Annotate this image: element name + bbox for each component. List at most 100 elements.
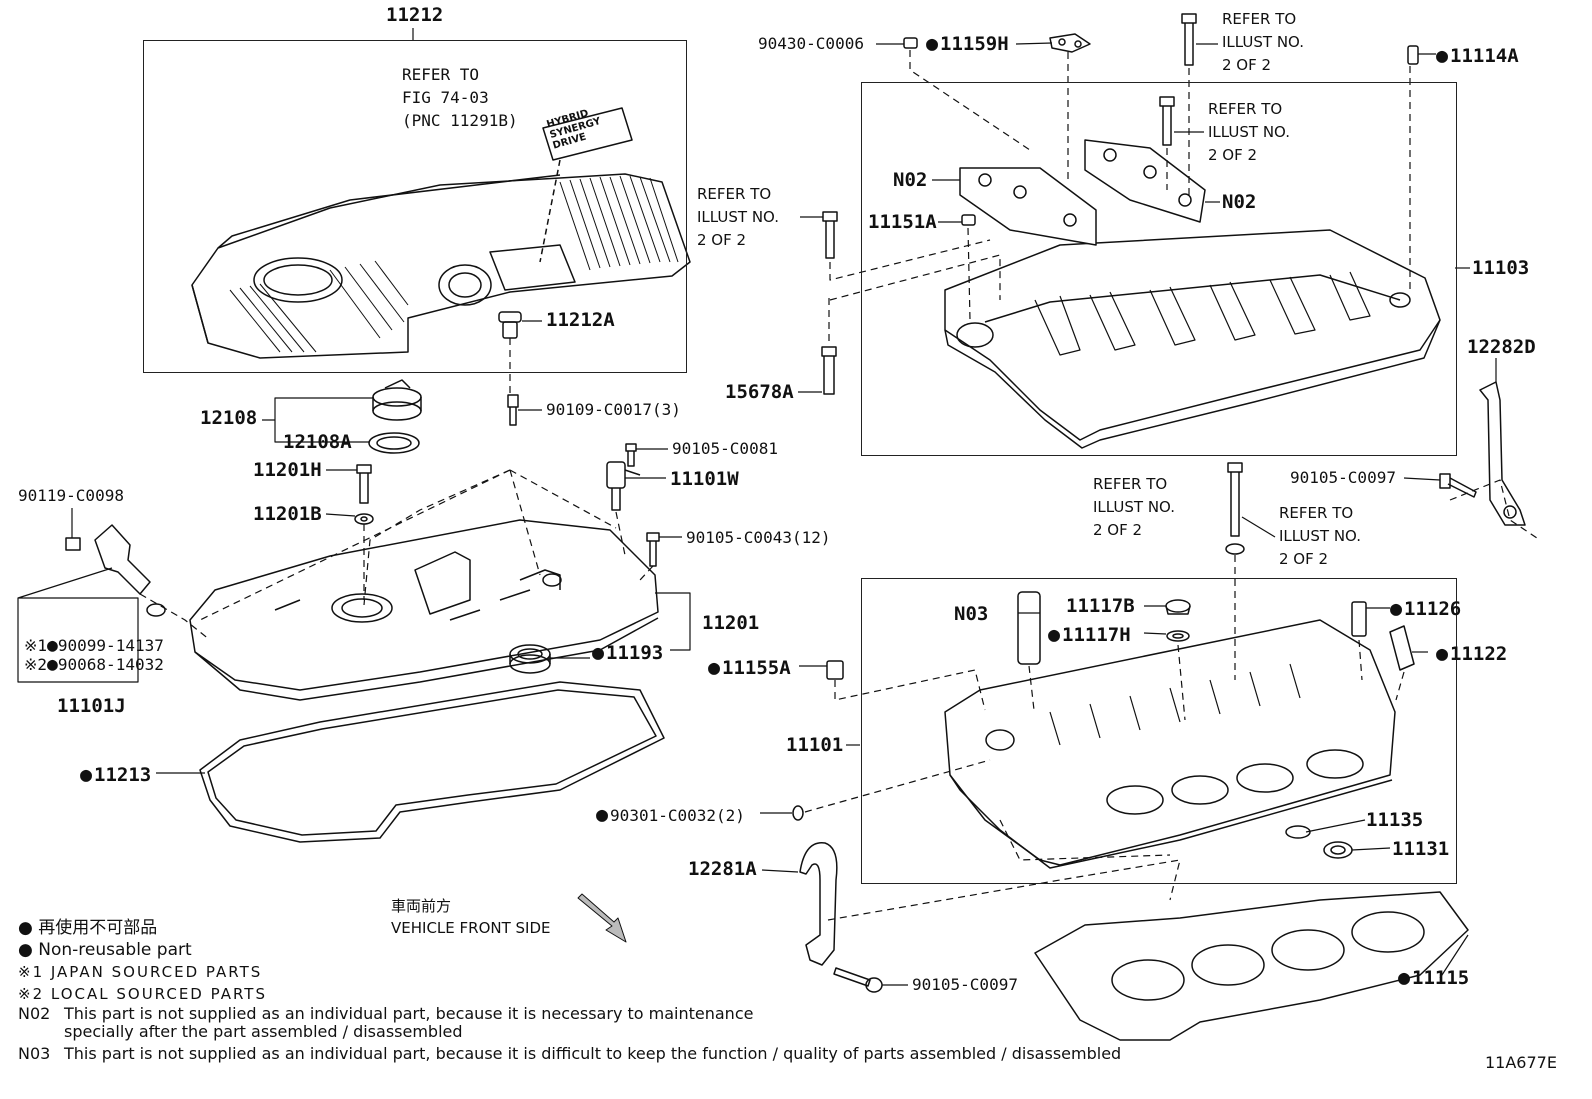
part-label-90119-C0098: 90119-C0098	[18, 486, 124, 505]
part-label-11101W: 11101W	[670, 468, 739, 490]
figure-id: 11A677E	[1485, 1053, 1557, 1072]
stud-15678A	[821, 346, 837, 395]
part-label-12282D: 12282D	[1467, 336, 1536, 358]
part-label-90430-C0006: 90430-C0006	[758, 34, 864, 53]
refer-illust-bracket: REFER TO ILLUST NO. 2 OF 2	[1279, 504, 1362, 568]
camshaft-housing-group-box	[861, 82, 1457, 456]
part-label-11151A: 11151A	[868, 211, 937, 233]
oil-cap-12108	[372, 379, 422, 421]
bolt-90105-C0097-a	[1439, 473, 1477, 498]
engine-cover-drawing	[191, 107, 691, 359]
part-label-90109-C0017: 90109-C0017(3)	[546, 400, 681, 419]
dowel-11151A	[961, 214, 976, 226]
part-label-90105-C0097-b: 90105-C0097	[912, 975, 1018, 994]
hook-12281A	[799, 842, 838, 966]
dowel-90430	[903, 37, 918, 49]
front-arrow-icon	[577, 893, 627, 943]
refer-illust-left: REFER TO ILLUST NO. 2 OF 2	[697, 185, 780, 249]
part-label-N03: N03	[954, 603, 989, 625]
legend-n02-cont: specially after the part assembled / dis…	[64, 1022, 463, 1041]
washer-11135	[1285, 825, 1311, 839]
part-label-11126: 11126	[1390, 598, 1461, 619]
seat-11117H	[1166, 630, 1190, 642]
guide-11126	[1351, 601, 1367, 637]
part-label-11193: 11193	[592, 642, 663, 663]
part-label-90068-14032: ※2●90068-14032	[24, 654, 164, 675]
part-label-11135: 11135	[1366, 809, 1424, 831]
bolt-11201H	[356, 464, 372, 504]
legend-japan-sourced: ※1 JAPAN SOURCED PARTS	[18, 963, 263, 981]
legend-dot-icon: ●	[18, 918, 39, 938]
legend-dot-icon: ●	[18, 940, 39, 960]
cylinder-head-group-box	[861, 578, 1457, 884]
pin-11114A	[1407, 45, 1419, 65]
part-label-11201: 11201	[702, 612, 760, 634]
bolt-top-b	[1159, 96, 1175, 146]
vehicle-front-jp: 車両前方	[391, 897, 452, 915]
part-label-11115: 11115	[1398, 967, 1469, 988]
refer-illust-top: REFER TO ILLUST NO. 2 OF 2	[1222, 10, 1305, 74]
cylinder-head-drawing	[944, 619, 1396, 869]
part-label-11212: 11212	[386, 4, 444, 26]
plug-11155A	[826, 660, 844, 680]
washer-11201B	[354, 513, 374, 525]
bolt-head-refer	[1225, 462, 1245, 555]
part-label-15678A: 15678A	[725, 381, 794, 403]
sensor-11101W	[606, 443, 641, 511]
part-label-11101: 11101	[786, 734, 844, 756]
part-label-11117B: 11117B	[1066, 595, 1135, 617]
part-label-11103: 11103	[1472, 257, 1530, 279]
oil-filler-gasket-11193	[509, 644, 551, 674]
legend-nonreusable: ● Non-reusable part	[18, 940, 192, 960]
part-label-90099-14137: ※1●90099-14137	[24, 635, 164, 656]
part-label-11114A: 11114A	[1436, 45, 1519, 66]
part-label-N02-a: N02	[893, 169, 928, 191]
vehicle-front-en: VEHICLE FRONT SIDE	[391, 919, 551, 937]
refer-illust-head: REFER TO ILLUST NO. 2 OF 2	[1093, 475, 1176, 539]
part-label-12108A: 12108A	[283, 431, 352, 453]
part-label-11201B: 11201B	[253, 503, 322, 525]
part-label-11117H: 11117H	[1048, 624, 1131, 645]
part-label-11131: 11131	[1392, 838, 1450, 860]
o-ring-90301	[792, 805, 804, 821]
part-label-90105-C0097-a: 90105-C0097	[1290, 468, 1396, 487]
refer-illust-mid: REFER TO ILLUST NO. 2 OF 2	[1208, 100, 1291, 164]
cylinder-head-cover-drawing	[189, 519, 659, 701]
cover-group-box	[143, 40, 687, 373]
part-label-90105-C0043: 90105-C0043(12)	[686, 528, 831, 547]
guide-N03	[1017, 591, 1041, 665]
bolt-top-a	[1181, 13, 1197, 66]
ocv-11101J	[65, 524, 166, 617]
bolt-90105-C0043	[646, 532, 660, 567]
legend-nonreusable-jp: ● 再使用不可部品	[18, 918, 158, 938]
cam-bearing-cap-N02-b	[1084, 139, 1206, 223]
cam-bearing-cap-N02-a	[959, 167, 1097, 246]
legend: ● 再使用不可部品 ● Non-reusable part ※1 JAPAN S…	[18, 917, 1121, 1063]
refer-fig-74-03: REFER TO FIG 74-03 (PNC 11291B)	[402, 65, 518, 130]
camshaft-housing-drawing	[944, 229, 1441, 449]
guide-11122	[1389, 625, 1415, 671]
part-label-11212A: 11212A	[546, 309, 615, 331]
part-label-11101J: 11101J	[57, 695, 126, 717]
vehicle-front-note: 車両前方 VEHICLE FRONT SIDE	[391, 895, 551, 939]
part-label-11201H: 11201H	[253, 459, 322, 481]
stud-90109	[507, 394, 519, 426]
part-label-12108: 12108	[200, 407, 258, 429]
head-cover-gasket-11213	[199, 681, 665, 843]
oil-cap-gasket-12108A	[368, 432, 420, 454]
part-label-11155A: 11155A	[708, 657, 791, 678]
part-label-90105-C0081: 90105-C0081	[672, 439, 778, 458]
bolt-left-refer	[822, 211, 838, 259]
part-label-11213: 11213	[80, 764, 151, 785]
part-label-90301-C0032: 90301-C0032(2)	[596, 804, 745, 824]
bracket-12282D	[1479, 381, 1526, 526]
part-label-11159H: 11159H	[926, 33, 1009, 54]
legend-local-sourced: ※2 LOCAL SOURCED PARTS	[18, 985, 267, 1003]
part-label-N02-b: N02	[1222, 191, 1257, 213]
part-label-11122: 11122	[1436, 643, 1507, 664]
plate-11159H	[1049, 33, 1091, 53]
part-label-12281A: 12281A	[688, 858, 757, 880]
